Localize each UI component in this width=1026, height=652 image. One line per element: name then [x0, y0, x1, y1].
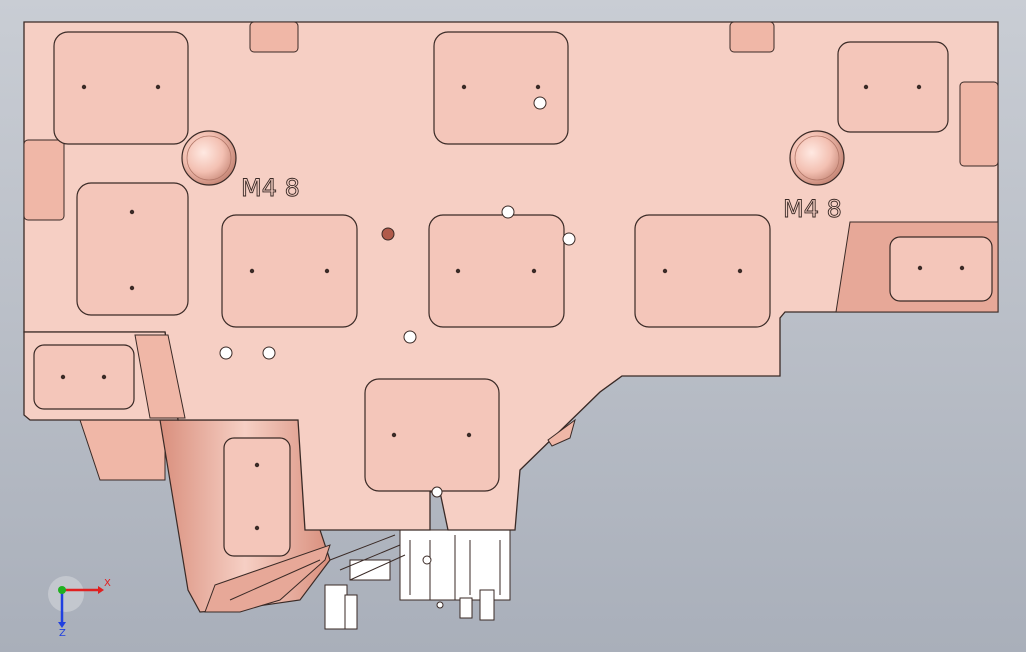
through-hole-1 [533, 96, 547, 110]
pocket-7 [634, 214, 771, 328]
side-notch-right [959, 81, 999, 167]
z-axis-arrow [58, 622, 66, 628]
pocket-7-hole-a [662, 268, 668, 274]
arm-edge-green [229, 559, 321, 601]
mechanism-post-2 [344, 594, 358, 630]
bevel-facet [547, 418, 576, 447]
pocket-1-hole-a [81, 84, 87, 90]
left-lower-hole-1 [60, 374, 66, 380]
pocket-8-hole-a [391, 432, 397, 438]
mechanism-pin-2 [436, 601, 444, 609]
ledge-hole-1 [917, 265, 923, 271]
pocket-8-hole-b [466, 432, 472, 438]
left-flange-side [134, 334, 186, 419]
z-axis-label: Z [59, 628, 66, 639]
triad-backdrop [48, 576, 84, 612]
axis-triad[interactable]: X Z [48, 576, 111, 639]
through-hole-2 [501, 205, 515, 219]
pocket-3 [837, 41, 949, 133]
pocket-3-hole-b [916, 84, 922, 90]
left-bracket [79, 419, 166, 481]
engraving-right: M4 8 [783, 195, 842, 223]
boss-right-ring [794, 135, 840, 181]
pocket-5-hole-b [324, 268, 330, 274]
mechanism-post-1 [324, 584, 348, 630]
pocket-1 [53, 31, 189, 145]
arm-pocket [223, 437, 291, 557]
through-hole-3 [562, 232, 576, 246]
top-notch-left [249, 21, 299, 53]
x-axis-arrow [98, 586, 104, 594]
pocket-1-hole-b [155, 84, 161, 90]
ledge-hole-2 [959, 265, 965, 271]
pocket-5 [221, 214, 358, 328]
pocket-8 [364, 378, 500, 492]
ledge-pocket [889, 236, 993, 302]
pocket-2 [433, 31, 569, 145]
side-notch-left [23, 139, 65, 221]
pocket-4-hole-b [129, 285, 135, 291]
pocket-2-hole-a [461, 84, 467, 90]
through-hole-4 [381, 227, 395, 241]
pocket-6-hole-b [531, 268, 537, 274]
arm-hole-2 [254, 525, 260, 531]
pocket-4-hole-a [129, 209, 135, 215]
through-hole-8 [431, 486, 443, 498]
pocket-6 [428, 214, 565, 328]
through-hole-5 [403, 330, 417, 344]
bevel-line [519, 375, 623, 471]
pocket-5-hole-a [249, 268, 255, 274]
engraving-left: M4 8 [241, 174, 300, 202]
y-axis-dot [58, 586, 66, 594]
lower-assembly [79, 419, 511, 630]
through-hole-6 [219, 346, 233, 360]
mechanism-pin [422, 555, 432, 565]
arm-base [204, 544, 331, 613]
pocket-3-hole-a [863, 84, 869, 90]
mechanism-post-4 [459, 597, 473, 619]
mechanism-post-3 [479, 589, 495, 621]
arm-hole-1 [254, 462, 260, 468]
mechanism-lines [329, 534, 406, 581]
pocket-6-hole-a [455, 268, 461, 274]
left-lower-pocket [33, 344, 135, 410]
pocket-7-hole-b [737, 268, 743, 274]
top-notch-right [729, 21, 775, 53]
mechanism-ribs [409, 535, 501, 600]
pocket-2-hole-b [535, 84, 541, 90]
boss-right [789, 130, 845, 186]
boss-left-ring [186, 135, 232, 181]
pocket-4 [76, 182, 189, 316]
through-hole-7 [262, 346, 276, 360]
boss-left [181, 130, 237, 186]
left-lower-hole-2 [101, 374, 107, 380]
pocket-grid [53, 31, 949, 492]
x-axis-label: X [104, 578, 111, 589]
